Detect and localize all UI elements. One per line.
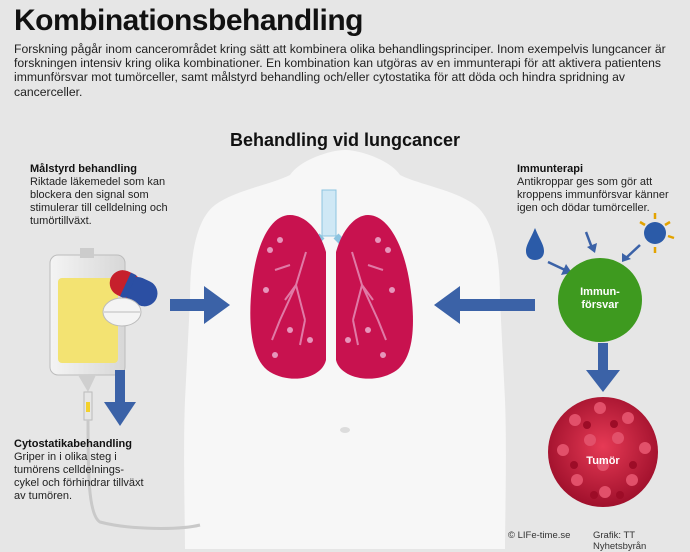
arrow-targeted [170, 286, 230, 324]
targeted-therapy-block: Målstyrd behandling Riktade läkemedel so… [30, 163, 175, 228]
arrow-immuno [434, 286, 535, 324]
antibody-icon [639, 213, 675, 253]
chemo-block: Cytostatikabehandling Griper in i olika … [14, 438, 149, 503]
navel [340, 427, 350, 433]
intro-text: Forskning pågår inom cancerområdet kring… [14, 42, 666, 99]
chemo-text: Griper in i olika steg i tumörens cellde… [14, 451, 144, 502]
graphic-credit: Grafik: TT Nyhetsbyrån [593, 530, 647, 552]
tumor-label: Tumör [586, 455, 620, 467]
credit: © LIFe-time.se [508, 530, 571, 541]
targeted-heading: Målstyrd behandling [30, 163, 137, 175]
tablet [102, 297, 142, 327]
immune-system-circle [558, 258, 642, 342]
chart-subtitle: Behandling vid lungcancer [229, 130, 461, 150]
alveoli [263, 237, 395, 358]
immuno-heading: Immunterapi [517, 163, 584, 175]
tumor-icon [548, 397, 658, 507]
input-arrows [547, 231, 641, 272]
bronchi [271, 251, 387, 346]
targeted-text: Riktade läkemedel som kan blockera den s… [30, 176, 168, 227]
right-lung [336, 215, 413, 379]
chemo-heading: Cytostatikabehandling [14, 438, 132, 450]
immunotherapy-block: Immunterapi Antikroppar ges som gör att … [517, 163, 677, 215]
droplet-icon [526, 228, 544, 260]
arrow-chemo [104, 370, 136, 426]
page-title: Kombinationsbehandling [14, 4, 364, 37]
pill-capsule [109, 270, 158, 307]
immuno-text: Antikroppar ges som gör att kroppens imm… [517, 176, 669, 214]
arrow-tumor [586, 343, 620, 392]
iv-bag [49, 248, 201, 530]
immune-label: Immun-försvar [580, 286, 620, 311]
